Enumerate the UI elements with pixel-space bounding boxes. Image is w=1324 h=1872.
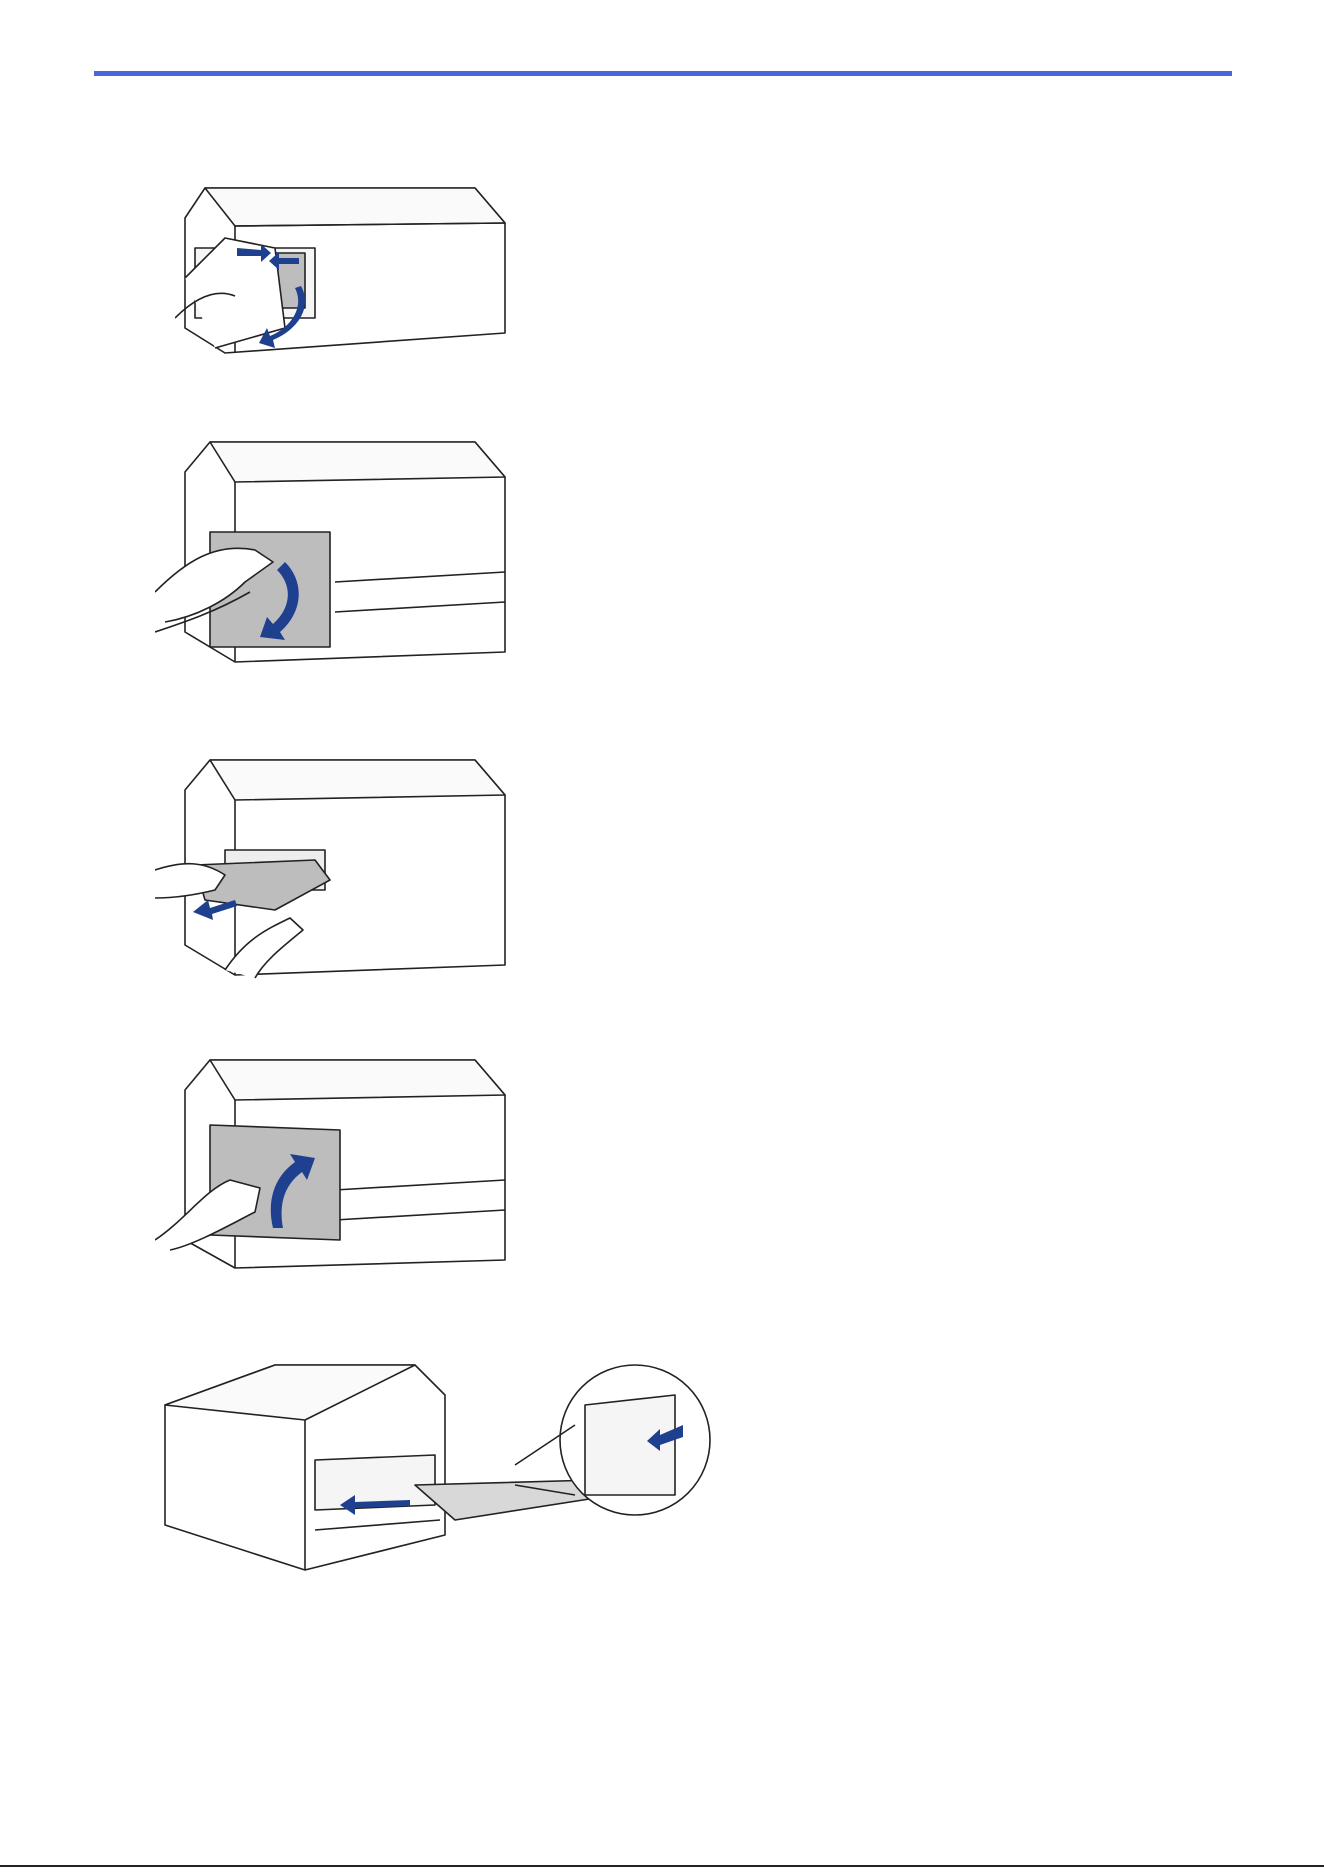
footer-rule [0, 1865, 1324, 1867]
figure-close-cover [155, 1050, 515, 1270]
figure-release-levers [175, 178, 515, 358]
figure-pull-down-cover [155, 432, 515, 667]
figure-pull-out-paper [155, 750, 515, 980]
figure-push-tray [155, 1345, 755, 1575]
header-rule [94, 71, 1232, 76]
